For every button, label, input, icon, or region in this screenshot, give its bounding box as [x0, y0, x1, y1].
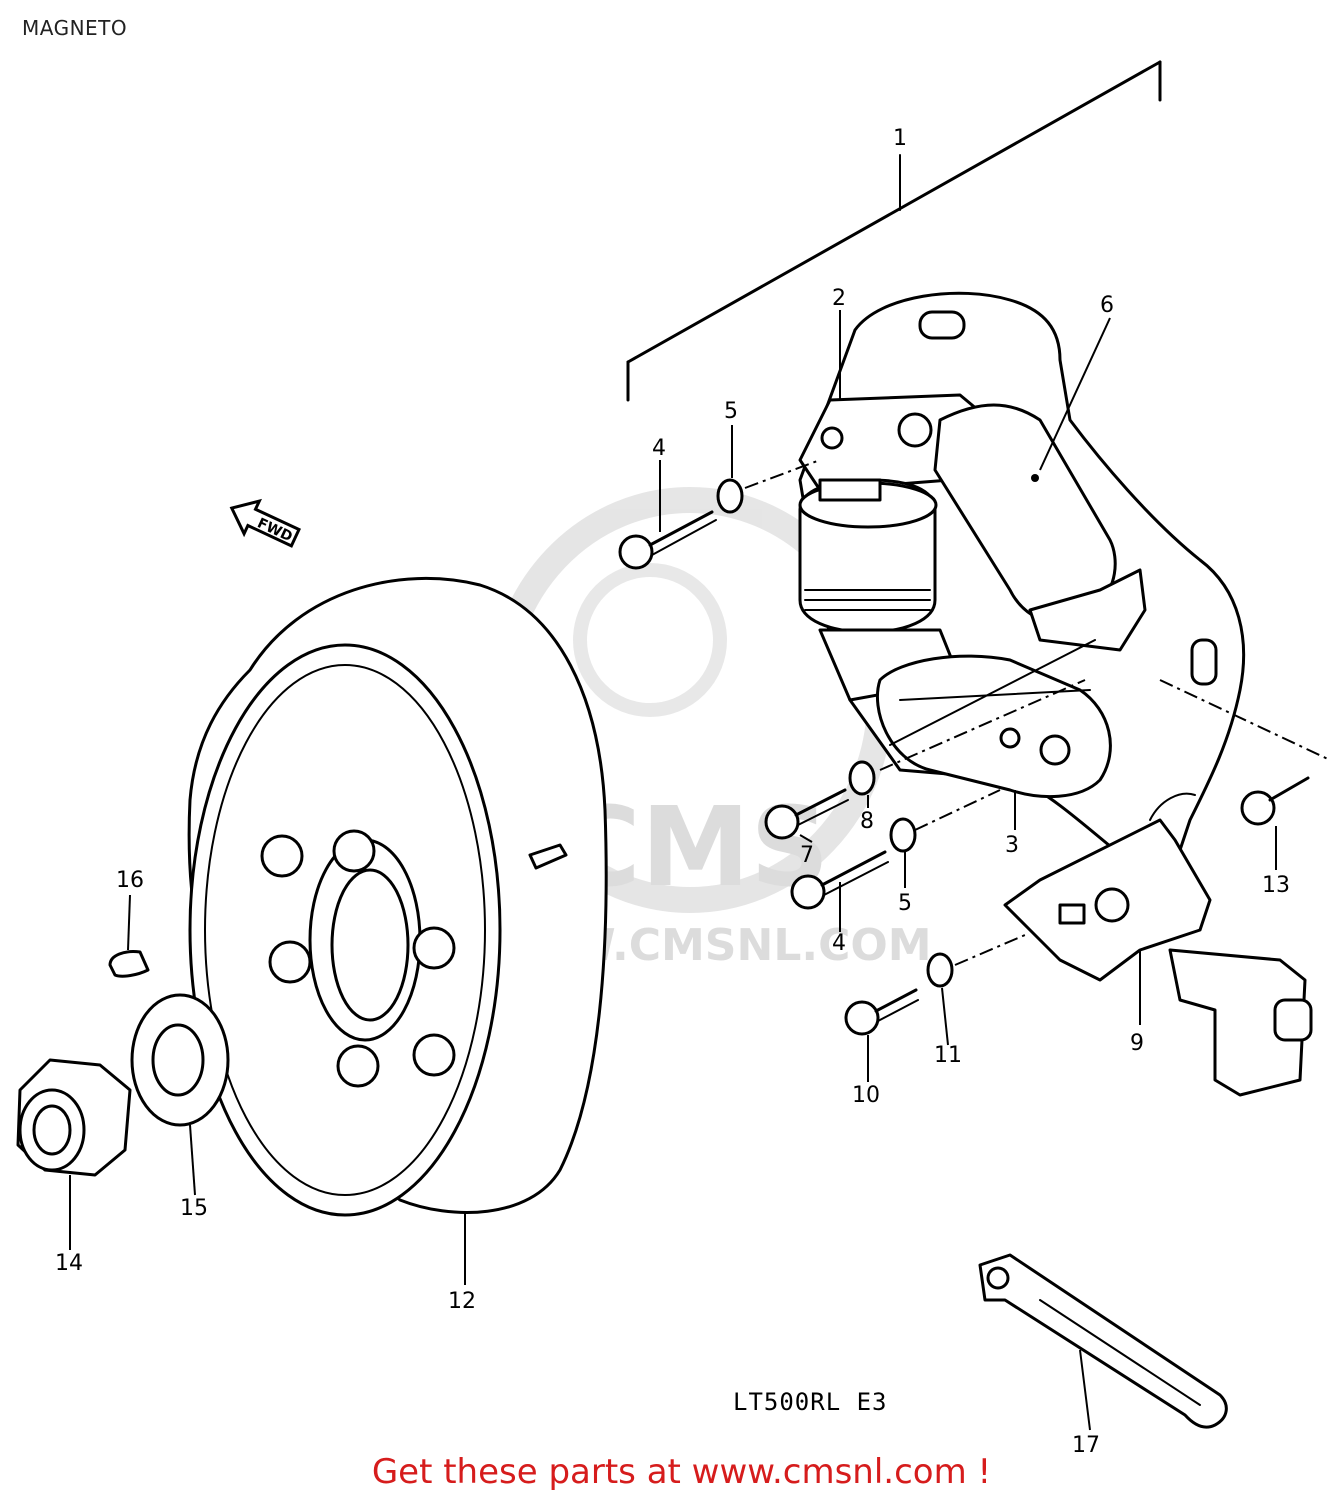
washer-11: [926, 952, 954, 988]
screw-4-lower: [790, 850, 889, 910]
callout-4: 4: [652, 436, 666, 461]
washer: [130, 993, 230, 1127]
callout-10: 10: [852, 1083, 880, 1108]
washer-5-lower: [889, 817, 917, 853]
callout-5: 5: [724, 399, 738, 424]
callout-12: 12: [448, 1289, 476, 1314]
callout-15: 15: [180, 1196, 208, 1221]
bracket-9: [1003, 818, 1313, 1097]
footer-cta-link[interactable]: Get these parts at www.cmsnl.com !: [0, 1452, 1343, 1492]
ignition-coil: [798, 478, 962, 702]
callout-14: 14: [55, 1251, 83, 1276]
charging-coil: [933, 403, 1147, 652]
leader-lines: [69, 310, 1277, 1431]
callout-1: 1: [893, 126, 907, 151]
callout-5-lower: 5: [898, 891, 912, 916]
nut: [16, 1058, 132, 1177]
callout-8: 8: [860, 809, 874, 834]
screw-7: [764, 788, 849, 840]
bracket-stand-17: [978, 1253, 1228, 1429]
callout-13: 13: [1262, 873, 1290, 898]
woodruff-key: [108, 950, 150, 978]
lower-coil: [875, 639, 1112, 799]
page-title: MAGNETO: [22, 16, 128, 40]
callout-6: 6: [1100, 293, 1114, 318]
callout-17: 17: [1072, 1433, 1100, 1458]
assembly-bracket: [626, 60, 1162, 402]
callout-9: 9: [1130, 1031, 1144, 1056]
callout-11: 11: [934, 1043, 962, 1068]
screw-10: [844, 988, 919, 1036]
model-code: LT500RL E3: [733, 1388, 888, 1416]
callout-2: 2: [832, 286, 846, 311]
callout-3: 3: [1005, 833, 1019, 858]
callout-7: 7: [800, 843, 814, 868]
footer-cta-text[interactable]: Get these parts at www.cmsnl.com !: [371, 1452, 992, 1492]
screw-4-upper: [618, 510, 717, 570]
callouts: 1 2 3 4 5 6 7 8 9 10 11 12 13 14 15 16 1…: [55, 126, 1290, 1458]
washer-8: [848, 760, 876, 796]
screw-13: [1240, 776, 1310, 826]
washer-5-upper: [716, 478, 744, 514]
alignment-lines: [744, 459, 1331, 966]
callout-4-lower: 4: [832, 931, 846, 956]
flywheel-rotor: [187, 576, 608, 1217]
callout-16: 16: [116, 868, 144, 893]
fwd-arrow-icon: FWD: [229, 498, 301, 548]
